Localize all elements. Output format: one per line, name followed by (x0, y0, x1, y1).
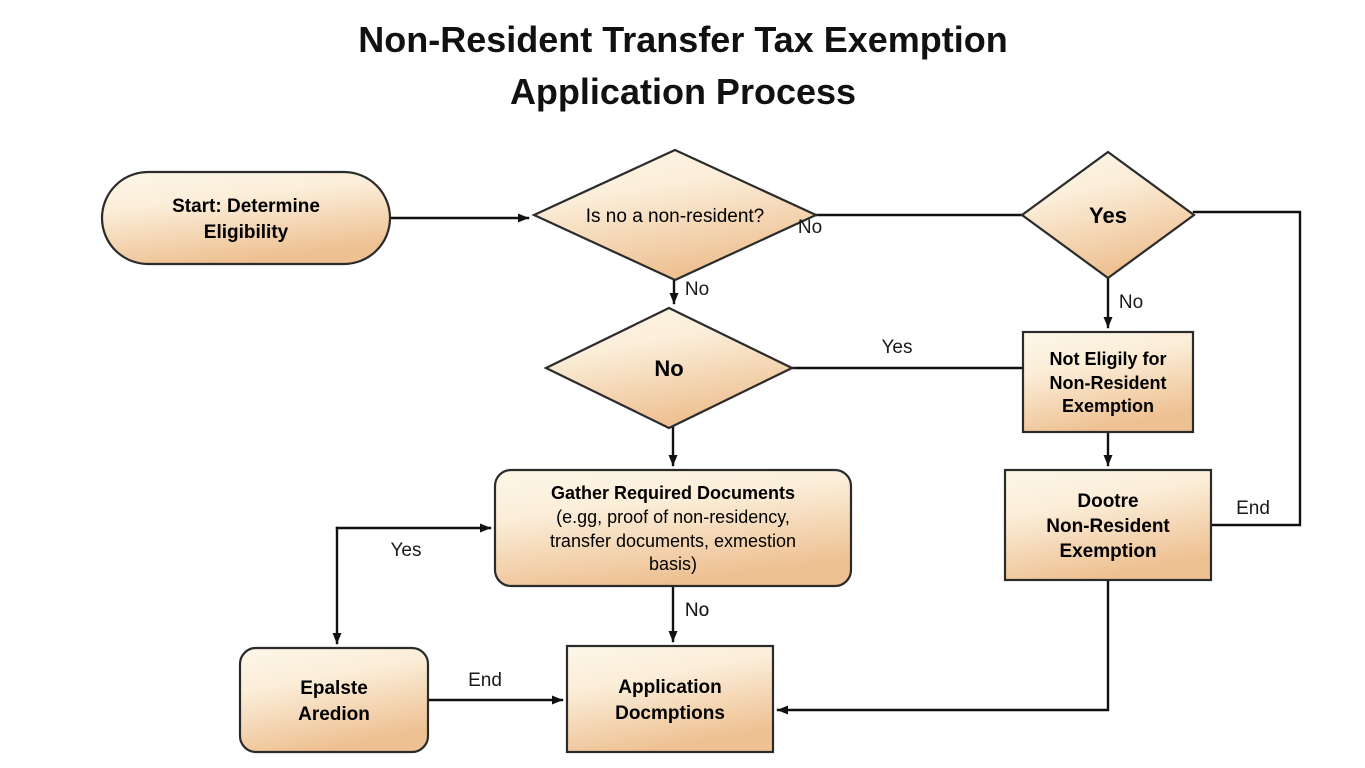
node-label-line: No (654, 356, 683, 381)
diagram-title: Non-Resident Transfer Tax Exemption Appl… (358, 19, 1007, 112)
node-label-line: Eligibility (204, 222, 289, 243)
node-label-line: Non-Resident (1046, 516, 1170, 537)
edge-label-decision-to-yes: No (798, 217, 822, 238)
node-label-line: basis) (649, 554, 697, 574)
node-shape-diamond (531, 148, 819, 282)
node-label-line: Exemption (1059, 541, 1156, 562)
node-shape-diamond (543, 306, 795, 430)
edge-yes-loop-end-to-declare (1192, 210, 1302, 527)
node-label-line: Start: Determine (172, 196, 320, 217)
edge-label-yes-to-not-eligible: No (1119, 292, 1143, 313)
node-shape-stadium (100, 170, 392, 266)
title-line-2: Application Process (510, 71, 856, 112)
edge-label-evaluate-to-application: End (468, 670, 502, 691)
node-shape-diamond (1020, 150, 1196, 280)
node-label-line: Yes (1089, 203, 1127, 228)
node-label-line: (e.gg, proof of non-residency, (556, 507, 790, 527)
node-shape-round-rect (238, 646, 430, 754)
edge-label-no-to-gather: No (685, 600, 709, 621)
node-label-line: Exemption (1062, 396, 1154, 416)
node-shape-rect (1021, 330, 1195, 434)
node-decision-nonresident[interactable]: Is no a non-resident? (531, 148, 819, 282)
node-label-line: Aredion (298, 704, 370, 725)
edge-label-yes-loop-end-to-declare: End (1236, 498, 1270, 519)
node-decision-no[interactable]: No (543, 306, 795, 430)
node-label-line: Non-Resident (1050, 373, 1167, 393)
edges-layer (332, 210, 1302, 715)
node-label-line: transfer documents, exmestion (550, 531, 796, 551)
node-label-line: Epalste (300, 678, 368, 699)
edge-label-gather-to-application: No (685, 600, 709, 621)
node-shape-rect (565, 644, 775, 754)
edge-label-decision-to-no: No (685, 279, 709, 300)
title-line-1: Non-Resident Transfer Tax Exemption (358, 19, 1007, 60)
node-decision-yes[interactable]: Yes (1020, 150, 1196, 280)
edge-declare-to-application (776, 578, 1110, 715)
edge-label-no-to-not-eligible: Yes (882, 337, 913, 358)
node-shape-round-rect (493, 468, 853, 588)
node-label-line: Dootre (1077, 491, 1138, 512)
edge-label-loop-yes-to-gather: Yes (391, 540, 422, 561)
node-label-line: Not Eligily for (1050, 349, 1167, 369)
node-shape-rect (1003, 468, 1213, 582)
node-label-line: Is no a non-resident? (586, 206, 765, 227)
node-label-line: Docmptions (615, 703, 725, 724)
node-label-line: Gather Required Documents (551, 483, 795, 503)
node-gather-documents[interactable]: Gather Required Documents (e.gg, proof of… (493, 468, 853, 588)
node-label-line: Application (618, 677, 721, 698)
